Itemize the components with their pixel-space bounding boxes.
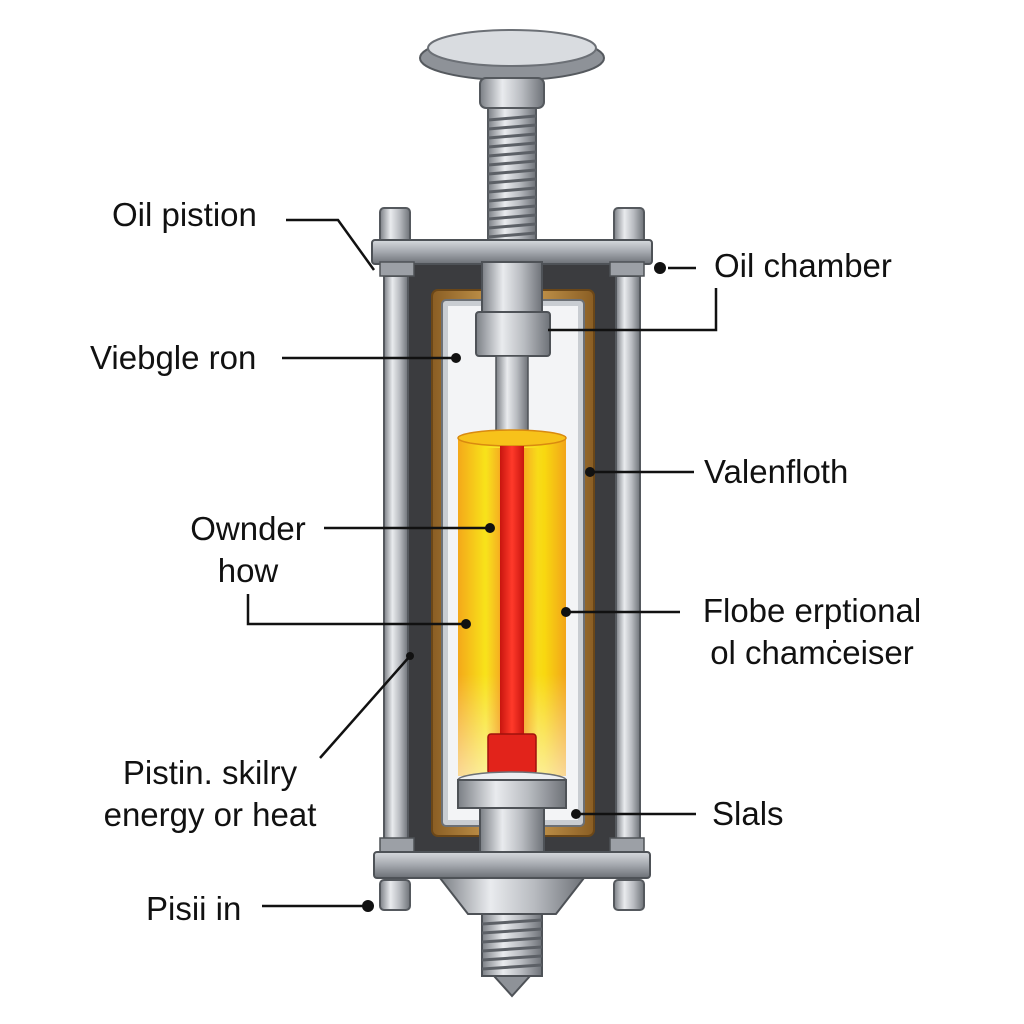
label-oil-chamber: Oil chamber <box>714 247 892 284</box>
label-ownder-how: how <box>217 552 279 589</box>
bottom-plate <box>373 837 651 915</box>
screw-thread <box>487 123 537 131</box>
label-oil-piston: Oil pistion <box>112 196 257 233</box>
red-heat-rod <box>487 446 537 775</box>
screw-thread <box>487 186 537 194</box>
label-flobe-line1: Flobe erptional <box>702 592 922 629</box>
tie-rod-left <box>379 207 411 911</box>
screw-thread <box>487 141 537 149</box>
leader-dot <box>571 809 581 819</box>
bottom-screw-thread <box>481 936 543 944</box>
leader-oil-chamber-bracket <box>548 288 718 332</box>
bottom-screw-thread <box>481 945 543 953</box>
leader-dot <box>406 652 414 660</box>
label-valenfloth: Valenfloth <box>704 453 849 490</box>
piston-head <box>475 311 551 357</box>
bottom-screw-thread <box>481 927 543 935</box>
screw-thread <box>487 231 537 239</box>
leader-lines <box>246 218 718 908</box>
tie-rod-right <box>613 207 645 911</box>
leader-oil-piston <box>286 218 376 271</box>
leader-dot <box>585 467 595 477</box>
label-pistin-line2: energy or heat <box>103 796 317 833</box>
screw-thread <box>487 150 537 158</box>
bottom-screw-thread <box>481 954 543 962</box>
leader-dot <box>561 607 571 617</box>
bottom-screw-thread <box>481 918 543 926</box>
threaded-screw <box>487 107 537 249</box>
top-knob <box>419 29 605 109</box>
screw-thread <box>487 222 537 230</box>
screw-thread <box>487 195 537 203</box>
top-plate <box>371 239 653 277</box>
label-vieble-ron: Viebgle ron <box>90 339 257 376</box>
screw-thread <box>487 132 537 140</box>
screw-thread <box>487 168 537 176</box>
screw-thread <box>487 213 537 221</box>
leader-dots <box>362 262 666 912</box>
leader-dot <box>485 523 495 533</box>
screw-thread <box>487 177 537 185</box>
screw-thread <box>487 159 537 167</box>
leader-pistin <box>319 655 411 759</box>
label-pistin-line1: Pistin. skilry <box>122 754 298 791</box>
label-pisii-in: Pisii in <box>146 890 242 927</box>
label-flobe-line2: ol chamċeiser <box>710 634 914 671</box>
screw-thread <box>487 114 537 122</box>
bottom-screw-thread <box>481 963 543 971</box>
leader-ownder-how <box>246 594 466 626</box>
bottom-thread <box>481 913 543 998</box>
screw-thread <box>487 204 537 212</box>
label-ownder: Ownder <box>190 510 306 547</box>
leader-dot <box>654 262 666 274</box>
bottom-piston <box>457 771 567 861</box>
label-slals: Slals <box>712 795 784 832</box>
leader-dot <box>461 619 471 629</box>
leader-dot <box>451 353 461 363</box>
gland-block <box>481 261 543 313</box>
leader-dot <box>362 900 374 912</box>
